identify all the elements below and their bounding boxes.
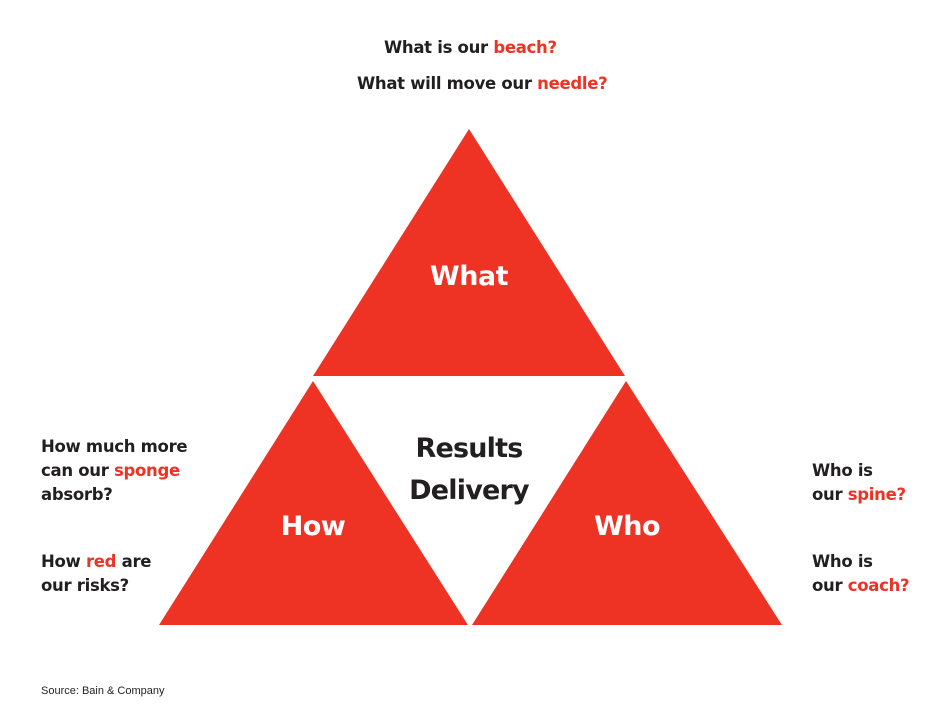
- question-line: our spine?: [812, 483, 906, 507]
- question-highlight: needle?: [537, 74, 608, 93]
- top-question-needle: What will move our needle?: [357, 72, 608, 96]
- question-line: Who is: [812, 461, 873, 480]
- question-text: How: [41, 552, 86, 571]
- question-text: our: [812, 576, 848, 595]
- triangle-who: [472, 381, 782, 625]
- question-highlight: sponge: [113, 461, 180, 480]
- question-line: Who is: [812, 552, 873, 571]
- question-line: our risks?: [41, 576, 129, 595]
- triangle-what: [313, 129, 625, 376]
- question-line: How red are: [41, 550, 152, 574]
- triangle-how: [159, 381, 468, 625]
- question-highlight: coach?: [847, 576, 910, 595]
- label-what: What: [430, 261, 509, 292]
- question-line: How much more: [41, 437, 188, 456]
- center-label-delivery: Delivery: [409, 475, 530, 506]
- question-highlight: red: [85, 552, 117, 571]
- question-line: can our sponge: [41, 459, 187, 483]
- top-question-beach: What is our beach?: [384, 36, 557, 60]
- left-question-sponge: How much more can our sponge absorb?: [41, 435, 188, 507]
- question-text: can our: [41, 461, 114, 480]
- question-text: What will move our: [357, 74, 538, 93]
- question-highlight: spine?: [847, 485, 906, 504]
- label-who: Who: [594, 511, 660, 542]
- question-line: our coach?: [812, 574, 910, 598]
- question-highlight: beach?: [493, 38, 557, 57]
- right-question-spine: Who is our spine?: [812, 459, 906, 507]
- center-label-results: Results: [415, 433, 522, 464]
- source-note: Source: Bain & Company: [41, 685, 165, 697]
- question-line: absorb?: [41, 485, 113, 504]
- question-text: our: [812, 485, 848, 504]
- right-question-coach: Who is our coach?: [812, 550, 910, 598]
- question-text: What is our: [384, 38, 494, 57]
- question-text: are: [116, 552, 152, 571]
- label-how: How: [281, 511, 346, 542]
- left-question-risks: How red are our risks?: [41, 550, 152, 598]
